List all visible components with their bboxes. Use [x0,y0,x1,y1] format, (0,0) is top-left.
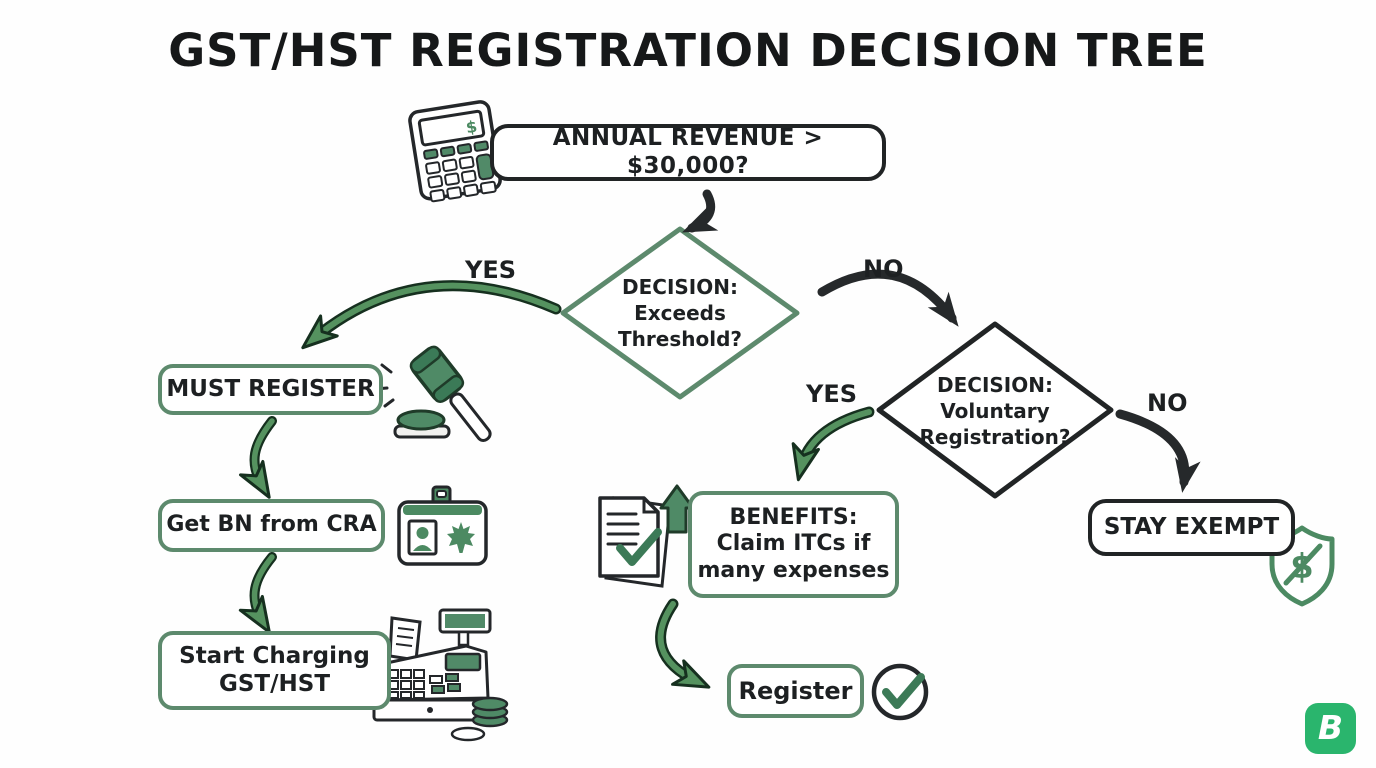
benefits-line1: BENEFITS: [729,504,858,530]
node-annual-revenue-question: ANNUAL REVENUE > $30,000? [490,124,886,181]
arrow-benefits-to-register [655,598,711,689]
decision-threshold-text: DECISION: Exceeds Threshold? [595,268,765,358]
benefits-line2: Claim ITCs if [716,531,871,557]
decision-threshold-line3: Threshold? [618,327,742,351]
start-charging-line1: Start Charging [179,642,370,669]
arrow-revenue-to-threshold [681,189,719,233]
page-title: GST/HST REGISTRATION DECISION TREE [168,24,1208,77]
stay-exempt-label: STAY EXEMPT [1103,513,1280,540]
must-register-label: MUST REGISTER [166,375,375,402]
arrow-threshold-no [817,269,959,327]
node-get-bn: Get BN from CRA [158,499,385,552]
node-register: Register [727,664,864,718]
brand-logo-letter: B [1317,708,1344,747]
brand-logo: B [1305,703,1356,754]
arrow-voluntary-yes [791,406,875,482]
label-threshold-yes: YES [465,256,517,284]
label-voluntary-no: NO [1147,389,1188,417]
benefits-line3: many expenses [697,557,890,583]
arrow-getbn-to-startcharging [238,552,277,634]
calculator-icon: $ [408,100,502,203]
node-stay-exempt: STAY EXEMPT [1088,499,1295,556]
arrow-threshold-yes [301,280,562,350]
get-bn-label: Get BN from CRA [166,512,377,538]
node-benefits: BENEFITS: Claim ITCs if many expenses [688,491,899,598]
register-label: Register [738,676,853,705]
start-charging-line2: GST/HST [218,670,331,697]
decision-threshold-line2: Exceeds [634,301,726,325]
decision-threshold-diamond [560,226,800,400]
arrow-voluntary-no [1115,409,1201,493]
id-badge-maple-leaf-icon [397,485,488,566]
check-circle-icon [871,663,929,721]
label-threshold-no: NO [863,255,904,283]
decision-voluntary-line2: Voluntary [940,399,1050,423]
gavel-icon [374,345,492,442]
arrow-mustregister-to-getbn [239,416,277,499]
decision-threshold-line1: DECISION: [622,275,738,299]
svg-text:$: $ [465,117,479,138]
node-start-charging: Start Charging GST/HST [158,631,391,710]
up-arrow-icon [659,484,695,534]
annual-revenue-label: ANNUAL REVENUE > $30,000? [552,124,824,179]
documents-checkmark-icon [598,484,695,588]
node-must-register: MUST REGISTER [158,364,383,415]
label-voluntary-yes: YES [806,380,858,408]
decision-voluntary-line3: Registration? [919,425,1071,449]
decision-voluntary-diamond [876,321,1114,499]
decision-voluntary-text: DECISION: Voluntary Registration? [909,366,1081,456]
cash-register-icon [372,608,509,742]
decision-voluntary-line1: DECISION: [937,373,1053,397]
